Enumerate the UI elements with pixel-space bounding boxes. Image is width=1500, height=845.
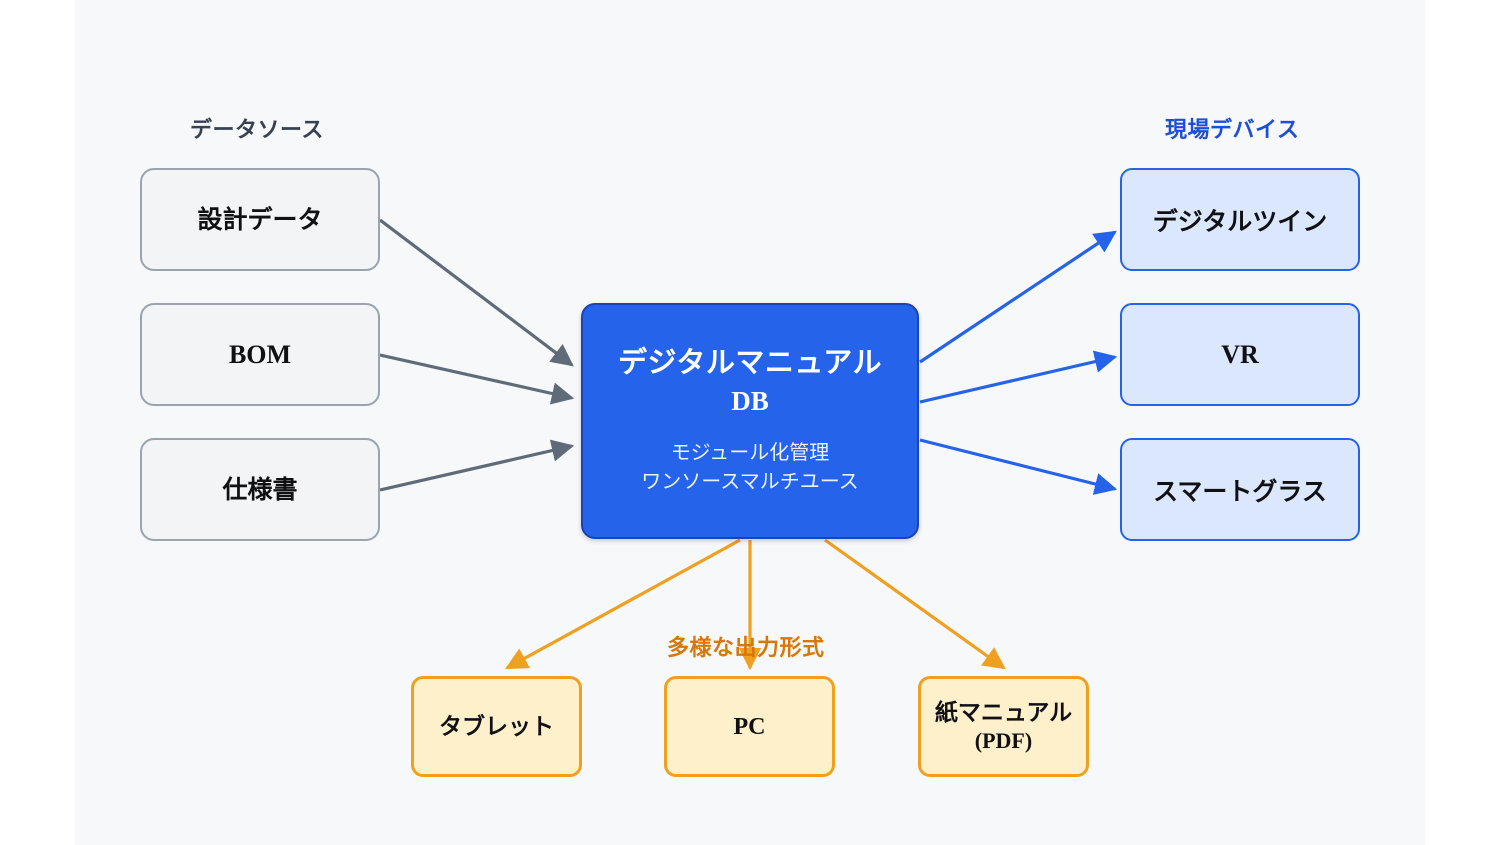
node-pc-label: PC (733, 713, 766, 740)
node-hub-title-line1: デジタルマニュアル (617, 347, 883, 380)
node-tablet-label: タブレット (439, 713, 554, 740)
edge-spec-to-hub (379, 439, 575, 492)
edge-hub-to-vr (919, 350, 1118, 404)
node-pc[interactable]: PC (664, 676, 835, 777)
node-tablet[interactable]: タブレット (411, 676, 582, 777)
node-bom-label: BOM (228, 339, 292, 369)
node-paper-manual-label: 紙マニュアル (934, 698, 1073, 725)
caption-data-sources: データソース (190, 117, 324, 142)
node-digital-manual-db[interactable]: デジタルマニュアル DB モジュール化管理 ワンソースマルチユース (581, 303, 919, 539)
edge-bom-to-hub (379, 353, 575, 405)
node-bom[interactable]: BOM (140, 303, 380, 406)
node-hub-subtitle-line1: モジュール化管理 (670, 441, 830, 464)
caption-output-formats: 多様な出力形式 (667, 635, 825, 660)
node-design-data[interactable]: 設計データ (140, 168, 380, 271)
node-vr-label: VR (1221, 339, 1259, 369)
caption-field-devices: 現場デバイス (1165, 117, 1300, 142)
node-specification-label: 仕様書 (222, 475, 298, 504)
node-hub-title-line2: DB (731, 385, 769, 416)
node-paper-manual-format: (PDF) (974, 727, 1033, 753)
edge-hub-to-smart-glass (919, 438, 1118, 495)
node-vr[interactable]: VR (1120, 303, 1360, 406)
node-paper-manual[interactable]: 紙マニュアル (PDF) (918, 676, 1089, 777)
node-smart-glass[interactable]: スマートグラス (1120, 438, 1360, 541)
node-smart-glass-label: スマートグラス (1153, 477, 1327, 506)
node-digital-twin[interactable]: デジタルツイン (1120, 168, 1360, 271)
node-hub-subtitle-line2: ワンソースマルチユース (641, 470, 859, 493)
edge-hub-to-digital-twin (919, 230, 1117, 364)
node-digital-twin-label: デジタルツイン (1152, 207, 1328, 236)
edge-hub-to-paper-manual (824, 538, 1006, 670)
edge-design-to-hub (379, 218, 574, 367)
node-design-data-label: 設計データ (197, 205, 323, 234)
diagram-canvas: データソース 現場デバイス 多様な出力形式 設計データ BOM 仕様書 デジタル… (75, 0, 1425, 845)
node-specification[interactable]: 仕様書 (140, 438, 380, 541)
